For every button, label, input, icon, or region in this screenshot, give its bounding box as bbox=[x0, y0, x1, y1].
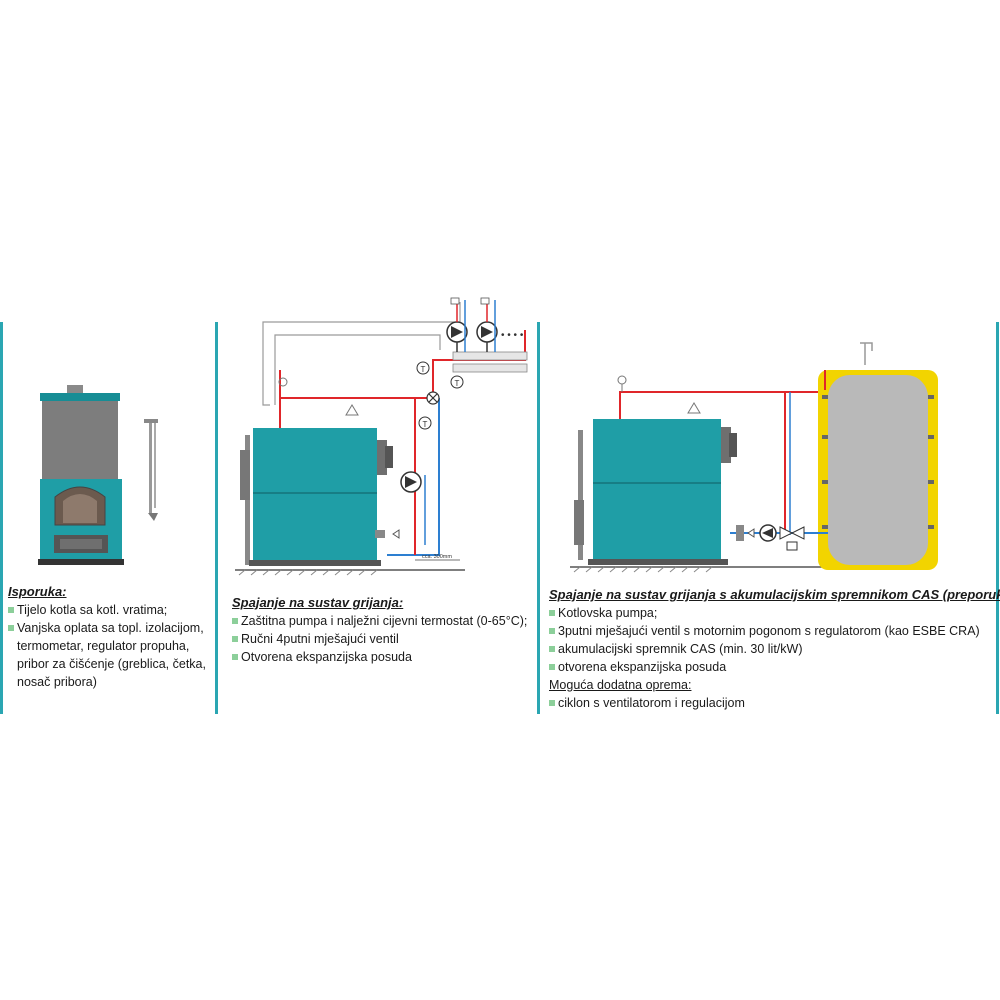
panel1-heading: Isporuka: bbox=[8, 584, 67, 599]
panel2-list: Zaštitna pumpa i nalježni cijevni termos… bbox=[232, 612, 532, 666]
expansion-vessel-icon bbox=[345, 404, 359, 416]
pump-icon bbox=[759, 524, 777, 542]
bullet-icon bbox=[549, 628, 555, 634]
cleaning-brush bbox=[149, 423, 152, 513]
list-item: akumulacijski spremnik CAS (min. 30 lit/… bbox=[549, 640, 989, 658]
list-item: 3putni mješajući ventil s motornim pogon… bbox=[549, 622, 989, 640]
mixing-valve-icon bbox=[426, 391, 440, 405]
flue-stub bbox=[67, 385, 83, 395]
list-item: Vanjska oplata sa topl. izolacijom, term… bbox=[8, 619, 213, 691]
list-subheading: Moguća dodatna oprema: bbox=[549, 678, 692, 692]
boiler-upper-casing bbox=[42, 401, 118, 481]
pump-icon bbox=[476, 321, 498, 343]
divider-left bbox=[0, 322, 3, 714]
air-vent-icon bbox=[278, 377, 288, 387]
panel1-list: Tijelo kotla sa kotl. vratima; Vanjska o… bbox=[8, 601, 213, 691]
mixing-valve-icon bbox=[779, 526, 805, 551]
svg-text:T: T bbox=[421, 365, 426, 374]
bullet-icon bbox=[232, 636, 238, 642]
divider-1 bbox=[215, 322, 218, 714]
boiler-product-illustration bbox=[38, 385, 158, 565]
panel2-heading: Spajanje na sustav grijanja: bbox=[232, 595, 404, 610]
heating-system-diagram: T T T cca. 300mm • • • • bbox=[235, 297, 528, 576]
air-vent-icon bbox=[617, 375, 627, 385]
bullet-icon bbox=[232, 654, 238, 660]
panel3-heading: Spajanje na sustav grijanja s akumulacij… bbox=[549, 587, 1000, 602]
list-item: Zaštitna pumpa i nalježni cijevni termos… bbox=[232, 612, 532, 630]
bullet-icon bbox=[549, 664, 555, 670]
bullet-icon bbox=[8, 607, 14, 613]
thermostat-icon: T bbox=[450, 375, 464, 389]
manifold-supply bbox=[452, 351, 528, 361]
bullet-icon bbox=[8, 625, 14, 631]
list-item: Otvorena ekspanzijska posuda bbox=[232, 648, 532, 666]
pump-icon bbox=[446, 321, 468, 343]
list-item: Ručni 4putni mješajući ventil bbox=[232, 630, 532, 648]
thermostat-icon: T bbox=[418, 416, 432, 430]
boiler-door-inner bbox=[63, 494, 97, 523]
manifold-return bbox=[452, 363, 528, 373]
boiler-body bbox=[253, 428, 377, 562]
bullet-icon bbox=[549, 700, 555, 706]
accumulation-tank-diagram bbox=[570, 342, 938, 573]
pump-icon bbox=[400, 471, 422, 493]
divider-right bbox=[996, 322, 999, 714]
thermostat-icon: T bbox=[416, 361, 430, 375]
distance-note: cca. 300mm bbox=[422, 554, 452, 560]
boiler-body bbox=[593, 419, 721, 561]
bullet-icon bbox=[549, 610, 555, 616]
cleaning-tool-holder bbox=[144, 419, 158, 423]
list-item: Kotlovska pumpa; bbox=[549, 604, 989, 622]
svg-text:T: T bbox=[455, 379, 460, 388]
list-item: ciklon s ventilatorom i regulacijom bbox=[549, 694, 989, 712]
list-item: otvorena ekspanzijska posuda bbox=[549, 658, 989, 676]
svg-text:T: T bbox=[423, 420, 428, 429]
divider-2 bbox=[537, 322, 540, 714]
panel3-list: Kotlovska pumpa; 3putni mješajući ventil… bbox=[549, 604, 989, 712]
list-item: Tijelo kotla sa kotl. vratima; bbox=[8, 601, 213, 619]
more-circuits-marker: • • • • bbox=[501, 330, 524, 341]
bullet-icon bbox=[549, 646, 555, 652]
boiler-side-panel bbox=[240, 450, 250, 500]
bullet-icon bbox=[232, 618, 238, 624]
expansion-vessel-icon bbox=[687, 402, 701, 414]
accumulation-tank bbox=[828, 375, 928, 565]
